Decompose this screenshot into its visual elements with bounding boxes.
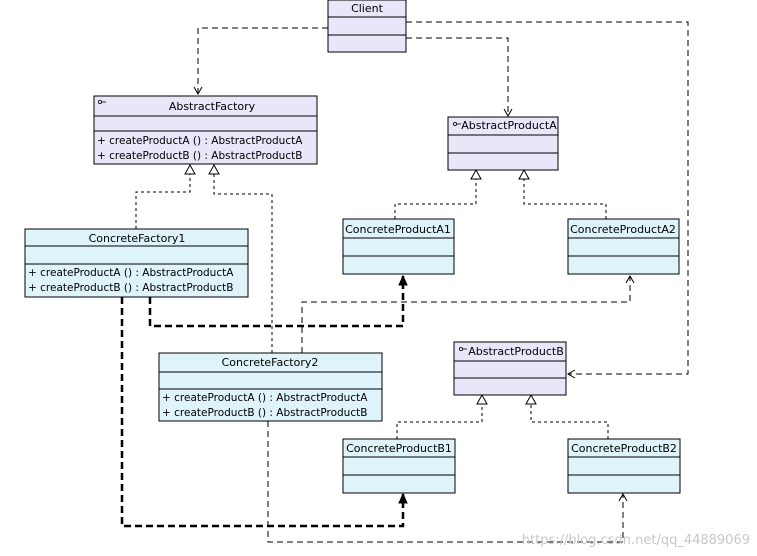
realization-product-b2 — [525, 393, 609, 439]
dependency-factory2-to-product-a2 — [301, 274, 635, 353]
class-client-name: Client — [351, 2, 384, 15]
abstract-class-icon — [98, 100, 106, 105]
class-concrete-product-a1-name: ConcreteProductA1 — [345, 223, 451, 236]
class-abstract-product-b-name: AbstractProductB — [468, 345, 564, 358]
method-createProductB: + createProductB () : AbstractProductB — [162, 407, 367, 419]
class-concrete-product-a2-box — [567, 218, 680, 275]
watermark-text: https://blog.csdn.net/qq_44889069 — [522, 533, 750, 548]
class-concrete-product-b1-box — [342, 438, 456, 494]
class-concrete-factory2-name: ConcreteFactory2 — [222, 356, 319, 369]
method-createProductA: + createProductA () : AbstractProductA — [28, 267, 234, 279]
class-abstract-product-a-name: AbstractProductA — [461, 119, 557, 132]
class-concrete-product-a2: ConcreteProductA2 — [567, 218, 680, 275]
class-abstract-factory-name: AbstractFactory — [169, 100, 256, 113]
dependency-client-to-abstract-product-a — [406, 37, 513, 118]
realization-product-a1 — [394, 168, 482, 219]
class-concrete-product-b1: ConcreteProductB1 — [342, 438, 456, 494]
class-abstract-factory: AbstractFactory + createProductA () : Ab… — [93, 95, 318, 165]
abstract-class-icon — [452, 122, 461, 127]
method-createProductB: + createProductB () : AbstractProductB — [97, 150, 302, 162]
realization-factory2 — [208, 163, 273, 353]
class-abstract-product-b: AbstractProductB — [453, 341, 567, 396]
realization-product-b1 — [396, 393, 488, 439]
dependency-client-to-abstract-product-b — [406, 21, 689, 379]
dependency-factory2-to-product-b2 — [267, 421, 628, 543]
class-concrete-factory2-box — [158, 352, 383, 422]
dependency-factory1-to-product-b1 — [120, 297, 408, 528]
realization-factory1 — [135, 163, 196, 229]
realization-product-a2 — [518, 168, 607, 219]
method-createProductB: + createProductB () : AbstractProductB — [28, 282, 233, 294]
class-concrete-product-a2-name: ConcreteProductA2 — [570, 223, 676, 236]
dependency-factory1-to-product-a1 — [148, 274, 408, 328]
class-abstract-product-a: AbstractProductA — [447, 116, 559, 171]
connectors — [120, 21, 689, 543]
class-abstract-product-b-box — [453, 341, 567, 396]
method-createProductA: + createProductA () : AbstractProductA — [162, 392, 368, 404]
class-client-box — [327, 0, 407, 53]
class-concrete-product-a1-box — [342, 218, 455, 275]
class-abstract-factory-box — [93, 95, 318, 165]
class-concrete-factory2: ConcreteFactory2 + createProductA () : A… — [158, 352, 383, 422]
class-concrete-product-b2-box — [567, 438, 681, 494]
class-concrete-factory1-name: ConcreteFactory1 — [89, 232, 186, 245]
class-concrete-product-a1: ConcreteProductA1 — [342, 218, 455, 275]
class-client: Client — [327, 0, 407, 53]
abstract-class-icon — [458, 346, 467, 351]
dependency-client-to-abstract-factory — [193, 27, 328, 96]
class-abstract-product-a-box — [447, 116, 559, 171]
class-concrete-factory1: ConcreteFactory1 + createProductA () : A… — [24, 228, 249, 298]
class-concrete-product-b2-name: ConcreteProductB2 — [571, 442, 677, 455]
class-concrete-product-b1-name: ConcreteProductB1 — [346, 442, 452, 455]
class-concrete-product-b2: ConcreteProductB2 — [567, 438, 681, 494]
method-createProductA: + createProductA () : AbstractProductA — [97, 135, 303, 147]
class-concrete-factory1-box — [24, 228, 249, 298]
